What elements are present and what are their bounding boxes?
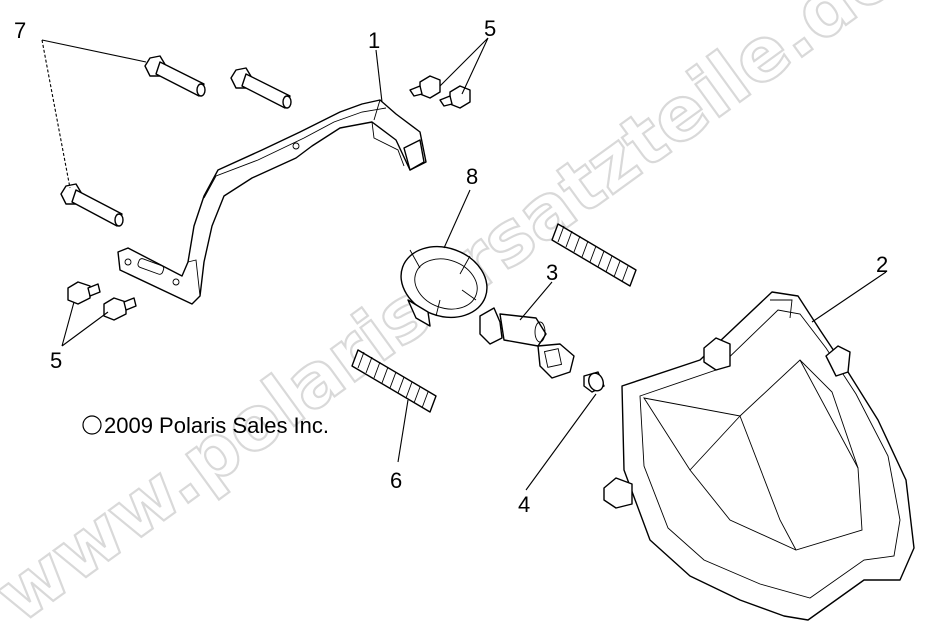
callout-7: 7 [14,18,26,43]
spring-part-6-lower[interactable] [351,349,437,413]
screw-part-5c[interactable] [67,281,101,305]
copyright-text: 2009 Polaris Sales Inc. [104,413,329,438]
callout-5-left: 5 [50,348,62,373]
headlight-housing-part-2[interactable] [603,291,915,621]
retaining-ring-part-8[interactable] [391,235,497,329]
copyright-icon [82,415,102,435]
bulb-part-3[interactable] [479,307,575,379]
callout-2: 2 [876,252,888,277]
callout-3: 3 [546,260,558,285]
bolt-part-7[interactable] [144,55,206,97]
small-bulb-part-4[interactable] [583,371,606,393]
callout-1: 1 [368,28,380,53]
screw-part-5d[interactable] [103,297,137,321]
copyright-symbol: © [87,419,96,433]
callout-4: 4 [518,492,530,517]
copyright-notice: © 2009 Polaris Sales Inc. [82,413,329,438]
bolt-part-7b[interactable] [230,67,292,109]
leader-lines [41,37,887,491]
screw-part-5b[interactable] [439,85,471,109]
spring-part-6-upper[interactable] [551,223,637,287]
bolt-part-7c[interactable] [60,183,124,227]
callout-6: 6 [390,468,402,493]
callout-8: 8 [466,164,478,189]
callout-5-top: 5 [484,16,496,41]
screw-part-5a[interactable] [409,75,441,99]
mounting-bracket-part-1[interactable] [117,99,427,305]
